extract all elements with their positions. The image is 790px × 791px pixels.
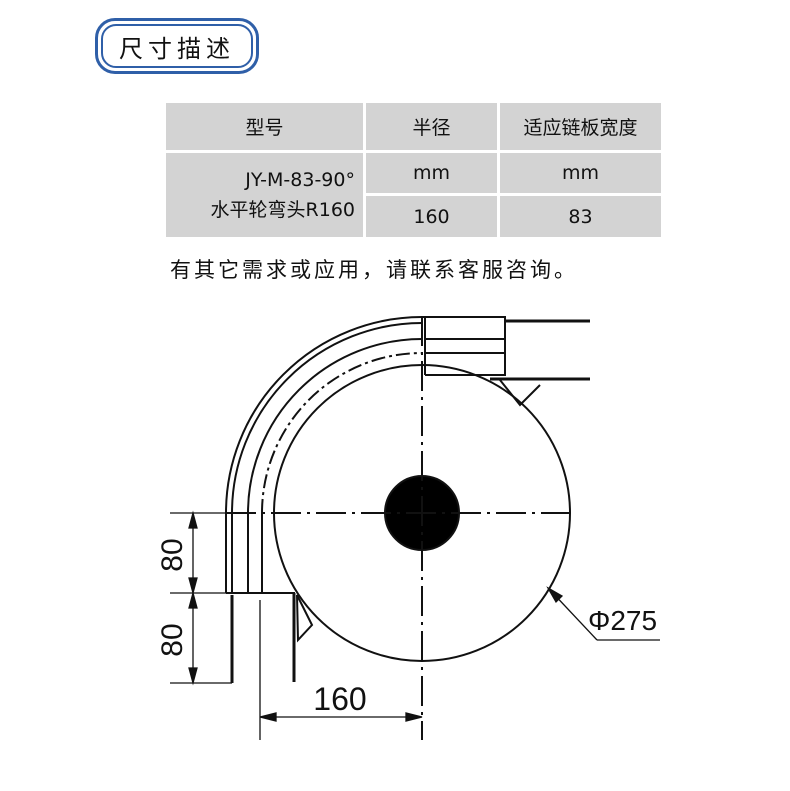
model-cell: JY-M-83-90° 水平轮弯头R160	[166, 153, 363, 237]
header-radius: 半径	[366, 103, 497, 150]
radius-unit: mm	[366, 153, 497, 193]
radius-value: 160	[366, 196, 497, 237]
dimension-lines	[170, 510, 660, 740]
contact-note: 有其它需求或应用，请联系客服咨询。	[170, 258, 578, 282]
spec-table: 型号 半径 适应链板宽度 JY-M-83-90° 水平轮弯头R160 mm mm…	[166, 103, 661, 237]
dim-lower-label: 80	[156, 623, 189, 656]
model-code: JY-M-83-90°	[245, 169, 355, 191]
section-title-box: 尺寸描述	[95, 18, 259, 74]
centerlines	[226, 316, 570, 740]
dim-diameter-label: Φ275	[588, 605, 657, 636]
section-title: 尺寸描述	[101, 24, 253, 68]
dim-radius-label: 160	[313, 681, 366, 717]
dim-upper-label: 80	[156, 538, 189, 571]
header-model: 型号	[166, 103, 363, 150]
width-value: 83	[500, 196, 661, 237]
model-name: 水平轮弯头R160	[210, 199, 355, 221]
header-width: 适应链板宽度	[500, 103, 661, 150]
curve-rails	[225, 316, 590, 683]
width-unit: mm	[500, 153, 661, 193]
